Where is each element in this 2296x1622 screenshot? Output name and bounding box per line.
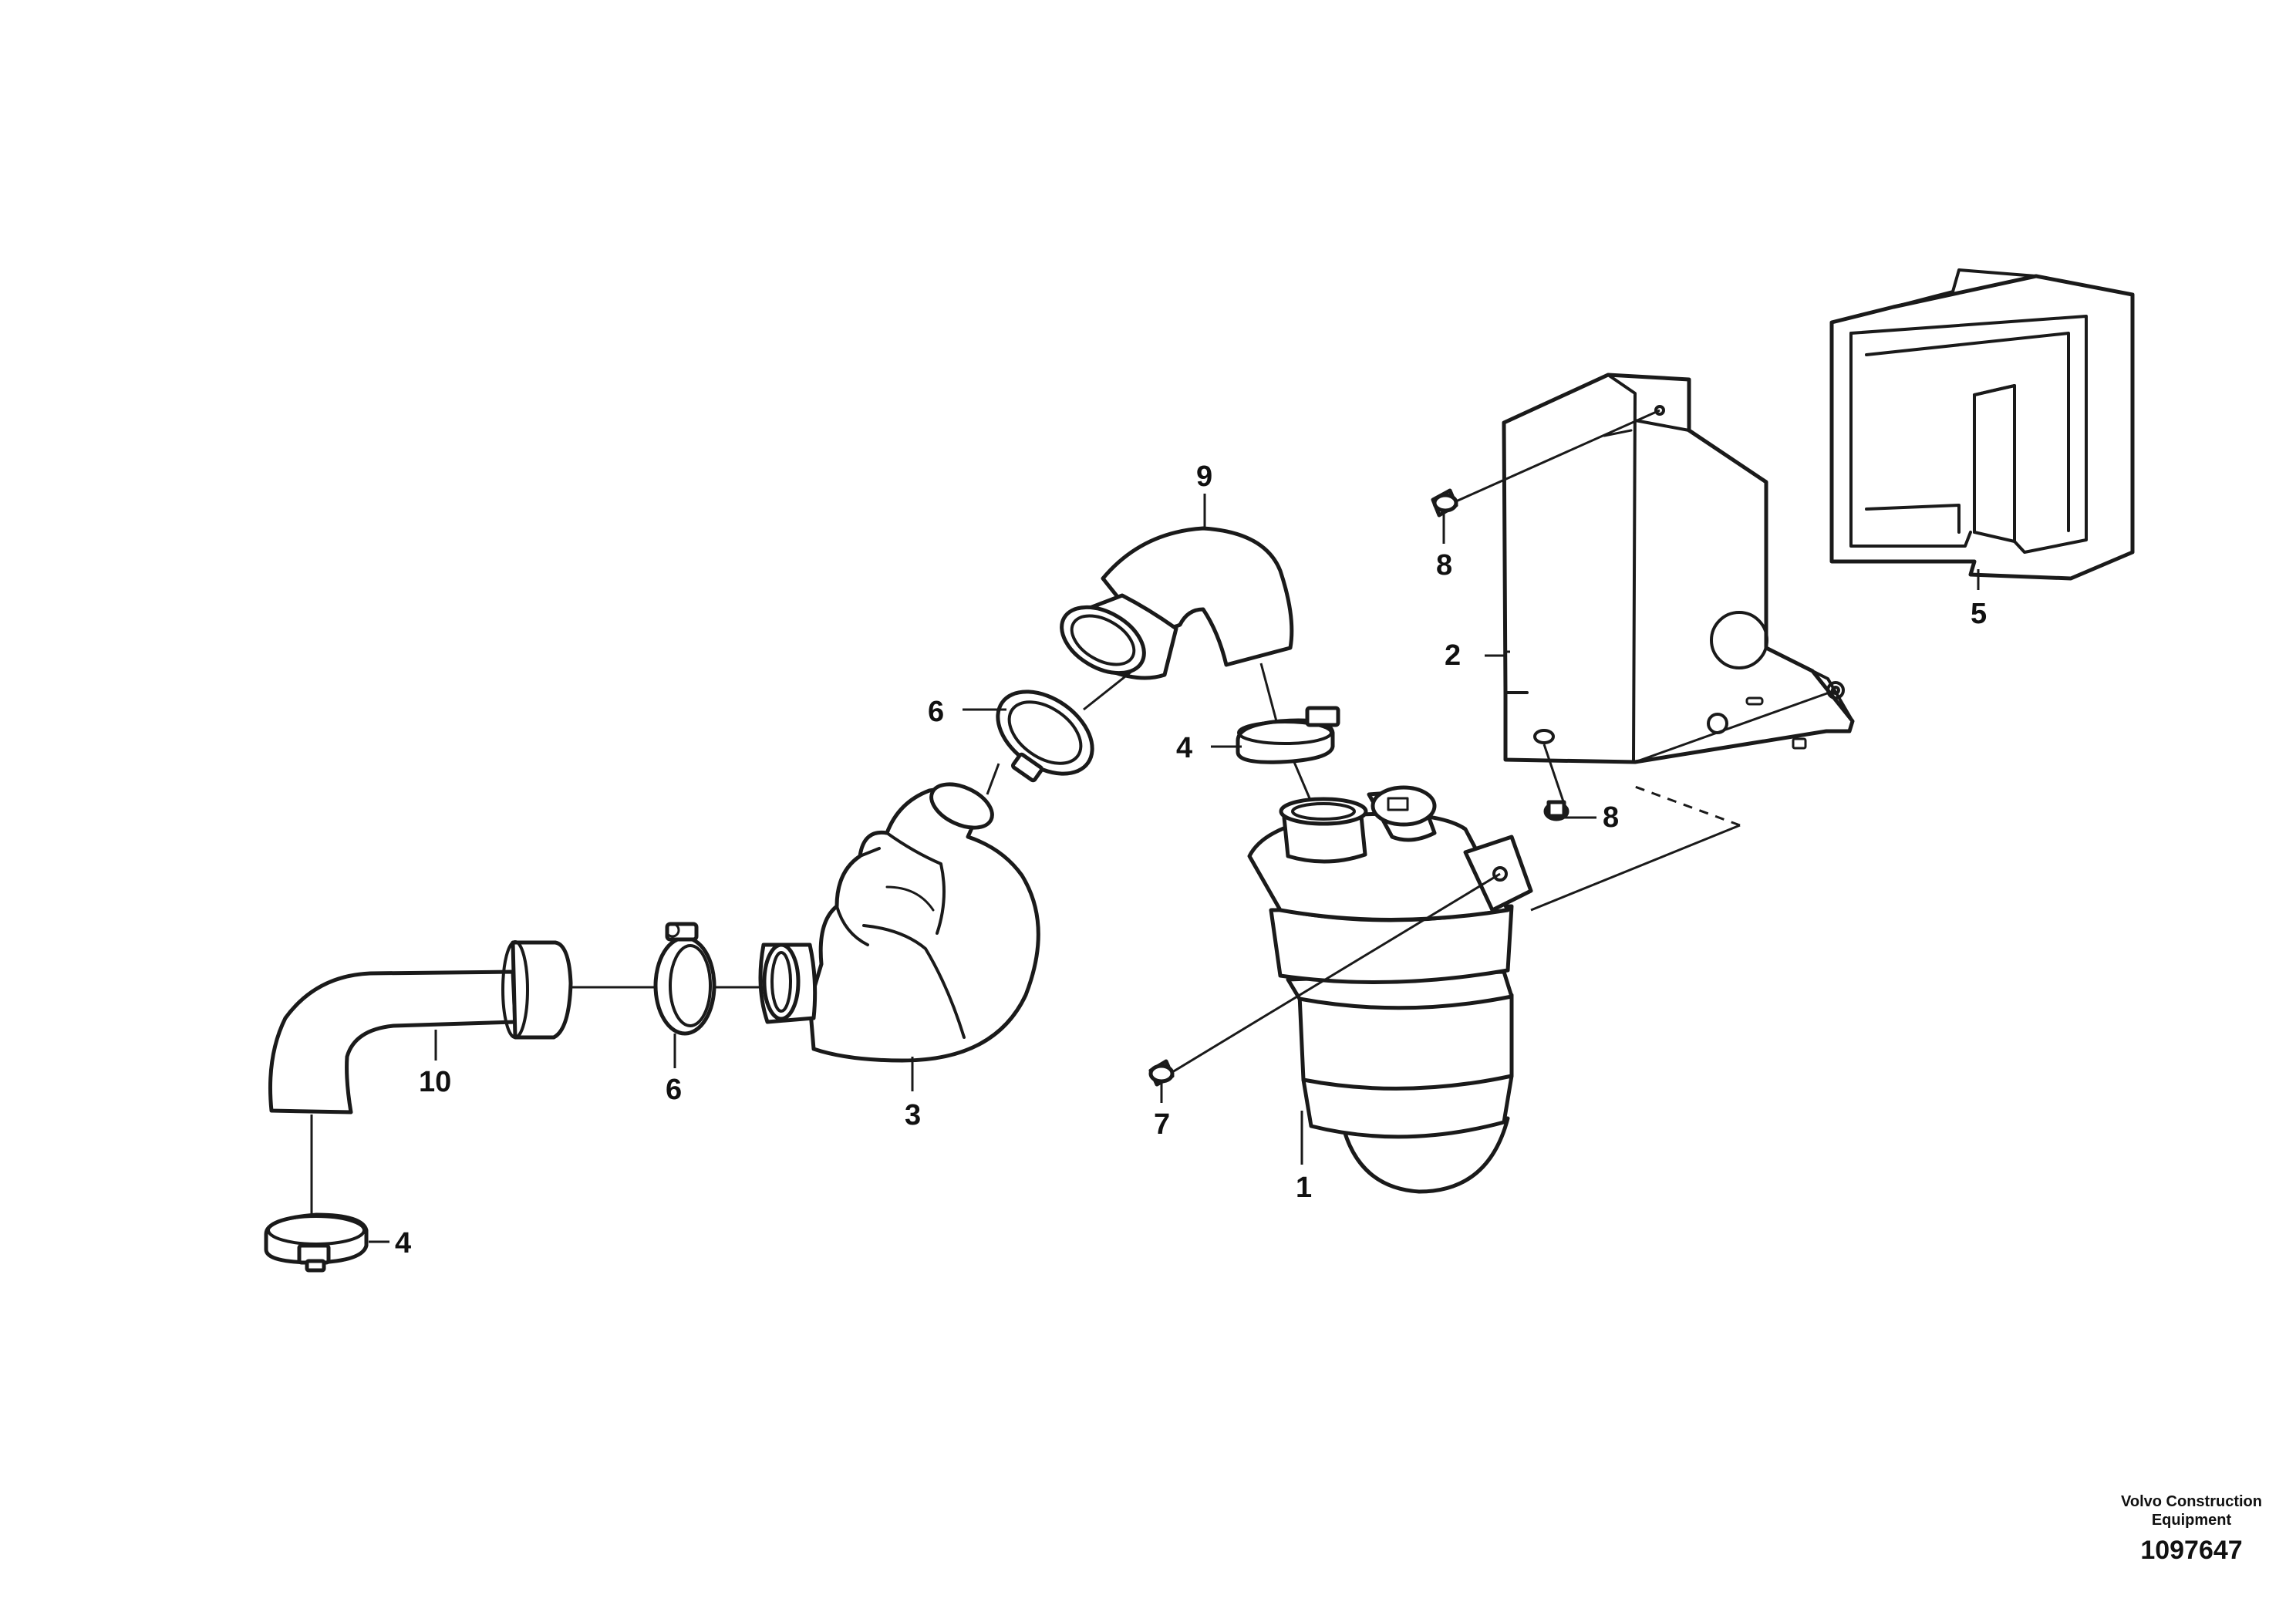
part-6-clamp-lower xyxy=(653,922,716,1036)
callout-leaders xyxy=(369,494,1980,1243)
callout-7: 7 xyxy=(1154,1108,1170,1141)
callout-9: 9 xyxy=(1196,460,1212,493)
brand-line-2: Equipment xyxy=(2151,1512,2232,1529)
callout-8-lower: 8 xyxy=(1603,801,1619,834)
assembly-lines xyxy=(310,409,1836,1215)
part-3-precleaner xyxy=(758,782,1040,1063)
part-1-air-cleaner xyxy=(1247,785,1533,1194)
callout-6-lower: 6 xyxy=(666,1074,682,1106)
callout-labels: 1 2 3 4 4 5 6 6 7 8 8 9 10 xyxy=(395,460,1987,1259)
part-8-bolt-lower xyxy=(1543,800,1569,821)
callout-6-upper: 6 xyxy=(928,696,944,728)
part-2-bracket xyxy=(1502,373,1855,764)
callout-4-upper: 4 xyxy=(1176,732,1192,764)
callout-2: 2 xyxy=(1445,639,1461,672)
part-6-clamp-upper xyxy=(996,690,1094,783)
callout-4-lower: 4 xyxy=(395,1227,411,1259)
brand-line-1: Volvo Construction xyxy=(2121,1493,2262,1510)
part-4-clamp-lower xyxy=(264,1212,369,1273)
part-4-clamp-upper xyxy=(1236,706,1340,764)
part-10-lower-hose xyxy=(268,940,573,1114)
part-7-bolt xyxy=(1148,1059,1175,1087)
callout-8-upper: 8 xyxy=(1436,549,1452,582)
part-8-bolt-upper xyxy=(1431,488,1458,518)
drawing-number: 1097647 xyxy=(2140,1536,2243,1565)
part-9-upper-hose xyxy=(1060,526,1294,680)
part-5-cover xyxy=(1829,268,2135,581)
callout-10: 10 xyxy=(419,1066,451,1098)
brand-block: Volvo Construction Equipment 1097647 xyxy=(2121,1492,2262,1568)
callout-1: 1 xyxy=(1296,1172,1312,1204)
callout-5: 5 xyxy=(1971,598,1987,630)
callout-3: 3 xyxy=(905,1099,921,1131)
